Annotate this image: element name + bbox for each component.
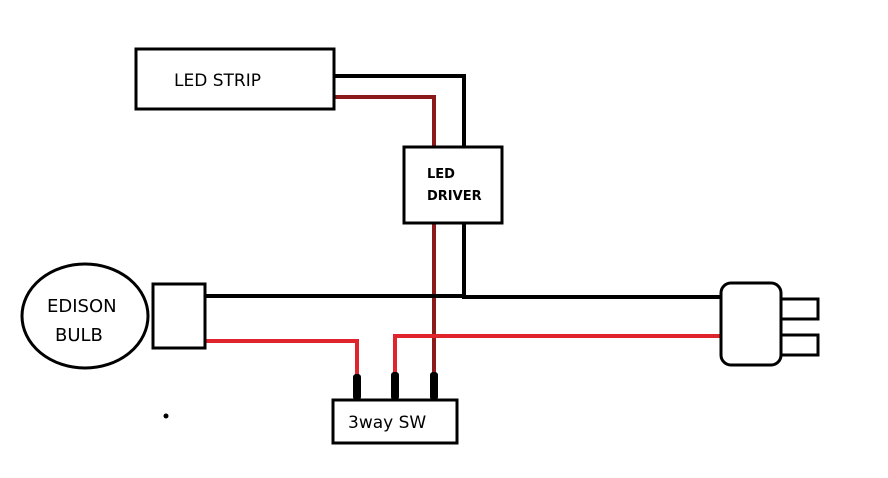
stray-dot xyxy=(163,413,169,419)
dark-red-wire-strip-to-driver xyxy=(334,95,436,147)
red-wire-bulb-to-switch xyxy=(205,339,359,376)
neutral-wire-strip-to-driver xyxy=(334,74,466,147)
led-driver-label-line1: LED xyxy=(427,167,455,182)
led-strip: LED STRIP xyxy=(134,47,336,111)
three-way-switch: 3way SW xyxy=(331,372,459,445)
switch-terminal-1 xyxy=(353,374,361,400)
switch-box xyxy=(331,398,459,445)
edison-bulb-label-line2: BULB xyxy=(55,325,103,346)
switch-terminal-3 xyxy=(430,372,438,400)
led-strip-label: LED STRIP xyxy=(174,71,261,91)
edison-bulb-circle xyxy=(20,262,150,370)
led-strip-box xyxy=(134,47,336,111)
switch-label: 3way SW xyxy=(348,413,426,433)
edison-bulb-label-line1: EDISON xyxy=(47,296,117,317)
plug-prong-bottom xyxy=(777,333,820,357)
neutral-wire-main xyxy=(205,294,722,299)
edison-bulb: EDISON BULB xyxy=(20,262,150,370)
plug-prong-top xyxy=(777,297,820,321)
led-driver: LED DRIVER xyxy=(402,145,504,225)
bulb-socket xyxy=(151,282,207,350)
red-wire-switch-to-plug xyxy=(393,334,720,376)
led-driver-box xyxy=(402,145,504,225)
switch-terminal-2 xyxy=(391,372,399,400)
wall-plug xyxy=(719,281,820,367)
plug-body xyxy=(719,281,783,367)
wires xyxy=(205,74,722,376)
led-driver-label-line2: DRIVER xyxy=(427,189,482,204)
